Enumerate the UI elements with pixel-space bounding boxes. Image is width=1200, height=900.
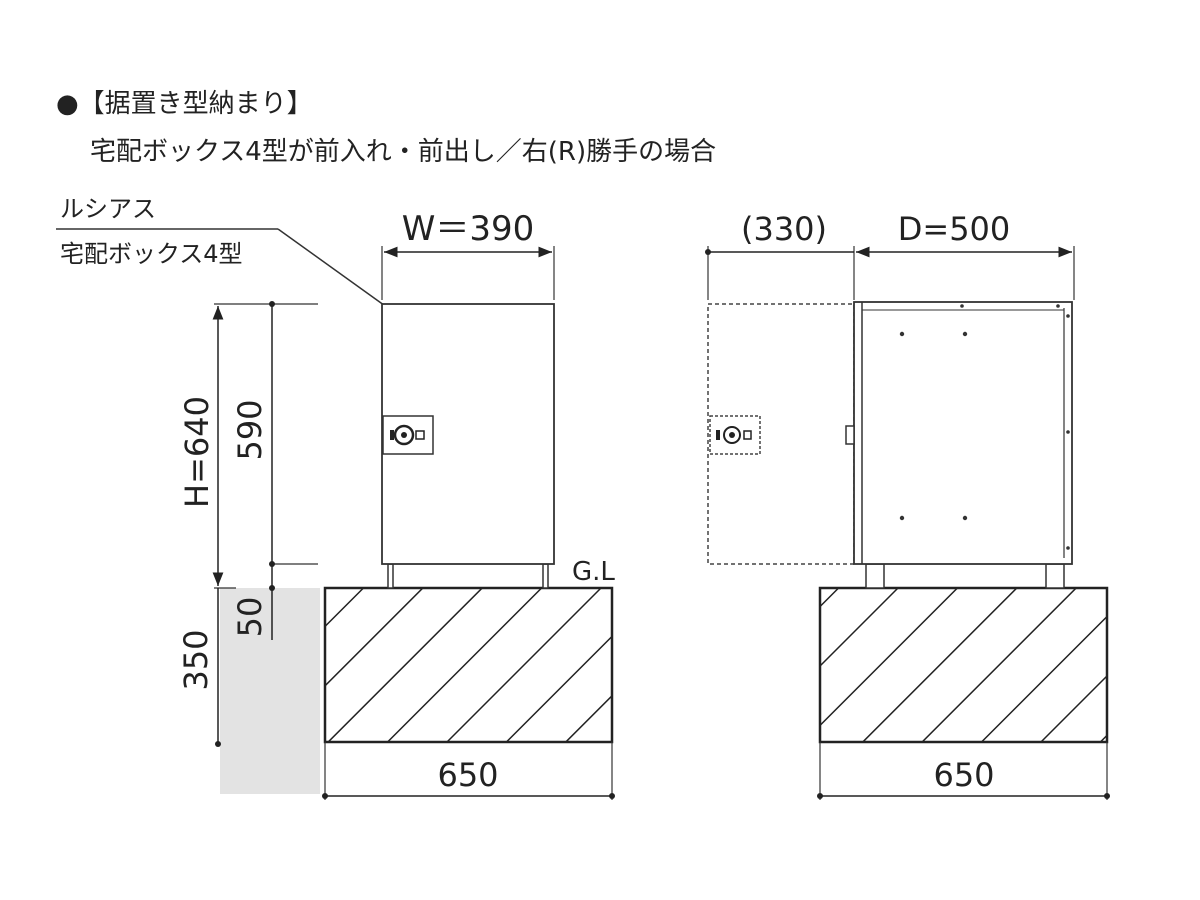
section-heading: ●【据置き型納まり】 — [56, 89, 313, 119]
front-foundation — [323, 586, 614, 744]
side-leg-left — [865, 563, 885, 589]
side-box-body — [853, 301, 1073, 565]
product-model-label: 宅配ボックス4型 — [60, 240, 243, 268]
front-leg-right — [542, 563, 549, 589]
side-foundation-width-label: 650 — [933, 756, 994, 794]
screw-dots — [899, 304, 1070, 550]
front-soil-strip — [220, 588, 320, 794]
section-subheading: 宅配ボックス4型が前入れ・前出し／右(R)勝手の場合 — [90, 137, 717, 167]
height-label: H=640 — [178, 396, 216, 508]
door-swing-label: (330) — [741, 210, 827, 248]
width-label: W＝390 — [402, 209, 535, 249]
side-lock-icon — [709, 415, 761, 455]
side-view: (330) D=500 650 — [705, 210, 1110, 800]
leg-height-label: 50 — [231, 597, 269, 638]
front-foundation-width-label: 650 — [437, 756, 498, 794]
product-leader — [56, 228, 403, 319]
front-lock-icon — [382, 415, 434, 455]
front-view: W＝390 H=640 590 50 350 G.L 650 — [177, 209, 615, 800]
side-leg-right — [1045, 563, 1065, 589]
body-height-label: 590 — [231, 399, 269, 460]
ground-level-label: G.L — [572, 557, 615, 587]
foundation-depth-label: 350 — [177, 629, 215, 690]
front-leg-left — [387, 563, 394, 589]
product-series-label: ルシアス — [60, 195, 156, 223]
depth-label: D=500 — [898, 210, 1011, 248]
side-foundation — [818, 586, 1109, 744]
hinge — [845, 425, 855, 445]
